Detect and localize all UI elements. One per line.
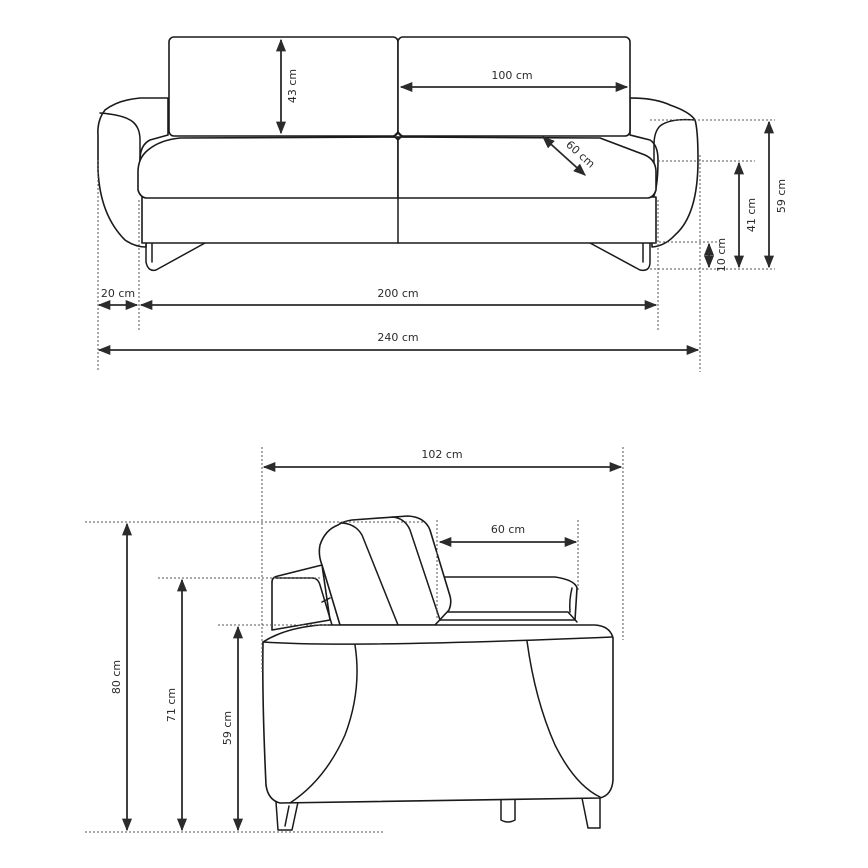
dim-armrest-height-side: 59 cm [221,625,244,832]
dim-seat-depth-side-label: 60 cm [491,523,525,536]
dim-leg-height: 10 cm [703,238,728,272]
dim-seat-depth-side: 60 cm [438,523,578,548]
dim-cushion-height-label: 43 cm [286,69,299,103]
dim-cushion-width-label: 100 cm [491,69,532,82]
dim-total-width: 240 cm [97,331,700,356]
dim-armrest-height-side-label: 59 cm [221,711,234,745]
dim-armrest-height-front-label: 59 cm [775,179,788,213]
front-guides [97,119,775,372]
front-view: 43 cm 100 cm 60 cm 20 cm 200 cm 240 cm [97,36,788,372]
dim-total-width-label: 240 cm [377,331,418,344]
side-view: 102 cm 60 cm 80 cm 71 cm 59 cm [85,447,624,833]
side-armrest-top [429,576,578,621]
seat-base [141,196,657,244]
dim-total-height: 80 cm [110,522,133,832]
dim-backrest-height: 71 cm [165,578,188,832]
seat-cushion-right [397,136,657,199]
seat-cushion-left [137,136,399,199]
dim-cushion-width: 100 cm [399,69,629,93]
side-body [262,624,614,804]
dim-armrest-height-front: 59 cm [763,120,788,269]
dim-backrest-height-label: 71 cm [165,688,178,722]
right-armrest [629,97,699,248]
dim-cushion-height: 43 cm [275,38,299,135]
dim-seat-height: 41 cm [733,161,758,269]
dim-total-depth: 102 cm [262,448,623,473]
dim-seat-width-label: 200 cm [377,287,418,300]
dim-leg-height-label: 10 cm [715,238,728,272]
dim-armrest-width: 20 cm [97,287,139,311]
side-legs [275,797,601,831]
backrest-frame [271,564,331,631]
dim-total-depth-label: 102 cm [421,448,462,461]
dim-seat-height-label: 41 cm [745,198,758,232]
side-guides [85,447,624,833]
side-back-cushion [318,515,452,626]
dim-total-height-label: 80 cm [110,660,123,694]
front-legs [145,242,651,272]
dim-armrest-width-label: 20 cm [101,287,135,300]
dim-seat-width: 200 cm [139,287,658,311]
back-cushion-left [168,36,399,137]
